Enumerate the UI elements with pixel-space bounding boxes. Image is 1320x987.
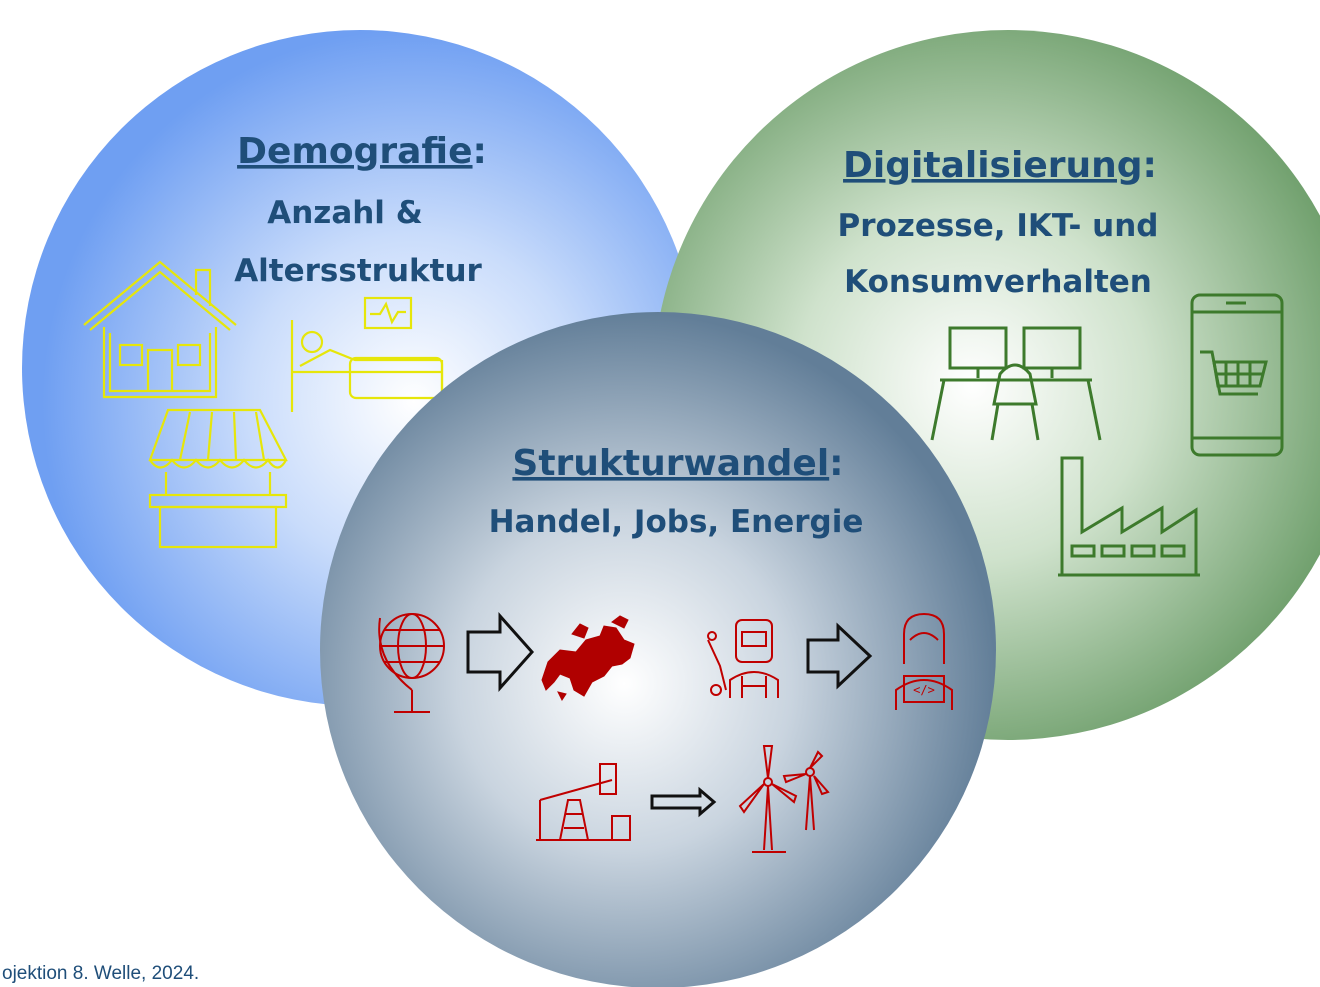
factory-icon (1058, 456, 1200, 577)
digitalisierung-subtitle-1: Prozesse, IKT- und (837, 208, 1158, 244)
circle-strukturwandel (320, 312, 996, 987)
demografie-subtitle-1: Anzahl & (267, 195, 423, 231)
source-note: ojektion 8. Welle, 2024. (2, 963, 199, 984)
digitalisierung-subtitle-2: Konsumverhalten (844, 264, 1152, 300)
welder-icon (707, 619, 779, 698)
smartphone-cart-icon (1190, 293, 1284, 457)
programmer-icon: </> (895, 612, 953, 710)
demografie-title: Demografie: (237, 131, 487, 172)
arrow-right-icon-3 (650, 786, 717, 818)
wind-turbine-icon (738, 745, 830, 853)
europe-map-icon (541, 615, 635, 701)
demografie-subtitle-2: Altersstruktur (234, 253, 482, 289)
market-stall-icon (148, 408, 288, 549)
arrow-right-icon-2 (806, 622, 873, 690)
house-icon (83, 260, 237, 399)
strukturwandel-title: Strukturwandel: (512, 443, 843, 484)
svg-text:</>: </> (913, 683, 935, 697)
oil-pump-icon (536, 763, 631, 841)
globe-icon (378, 613, 445, 713)
workstation-icon (930, 326, 1102, 441)
digitalisierung-title: Digitalisierung: (843, 145, 1157, 186)
arrow-right-icon (466, 612, 535, 692)
strukturwandel-subtitle: Handel, Jobs, Energie (489, 504, 864, 540)
